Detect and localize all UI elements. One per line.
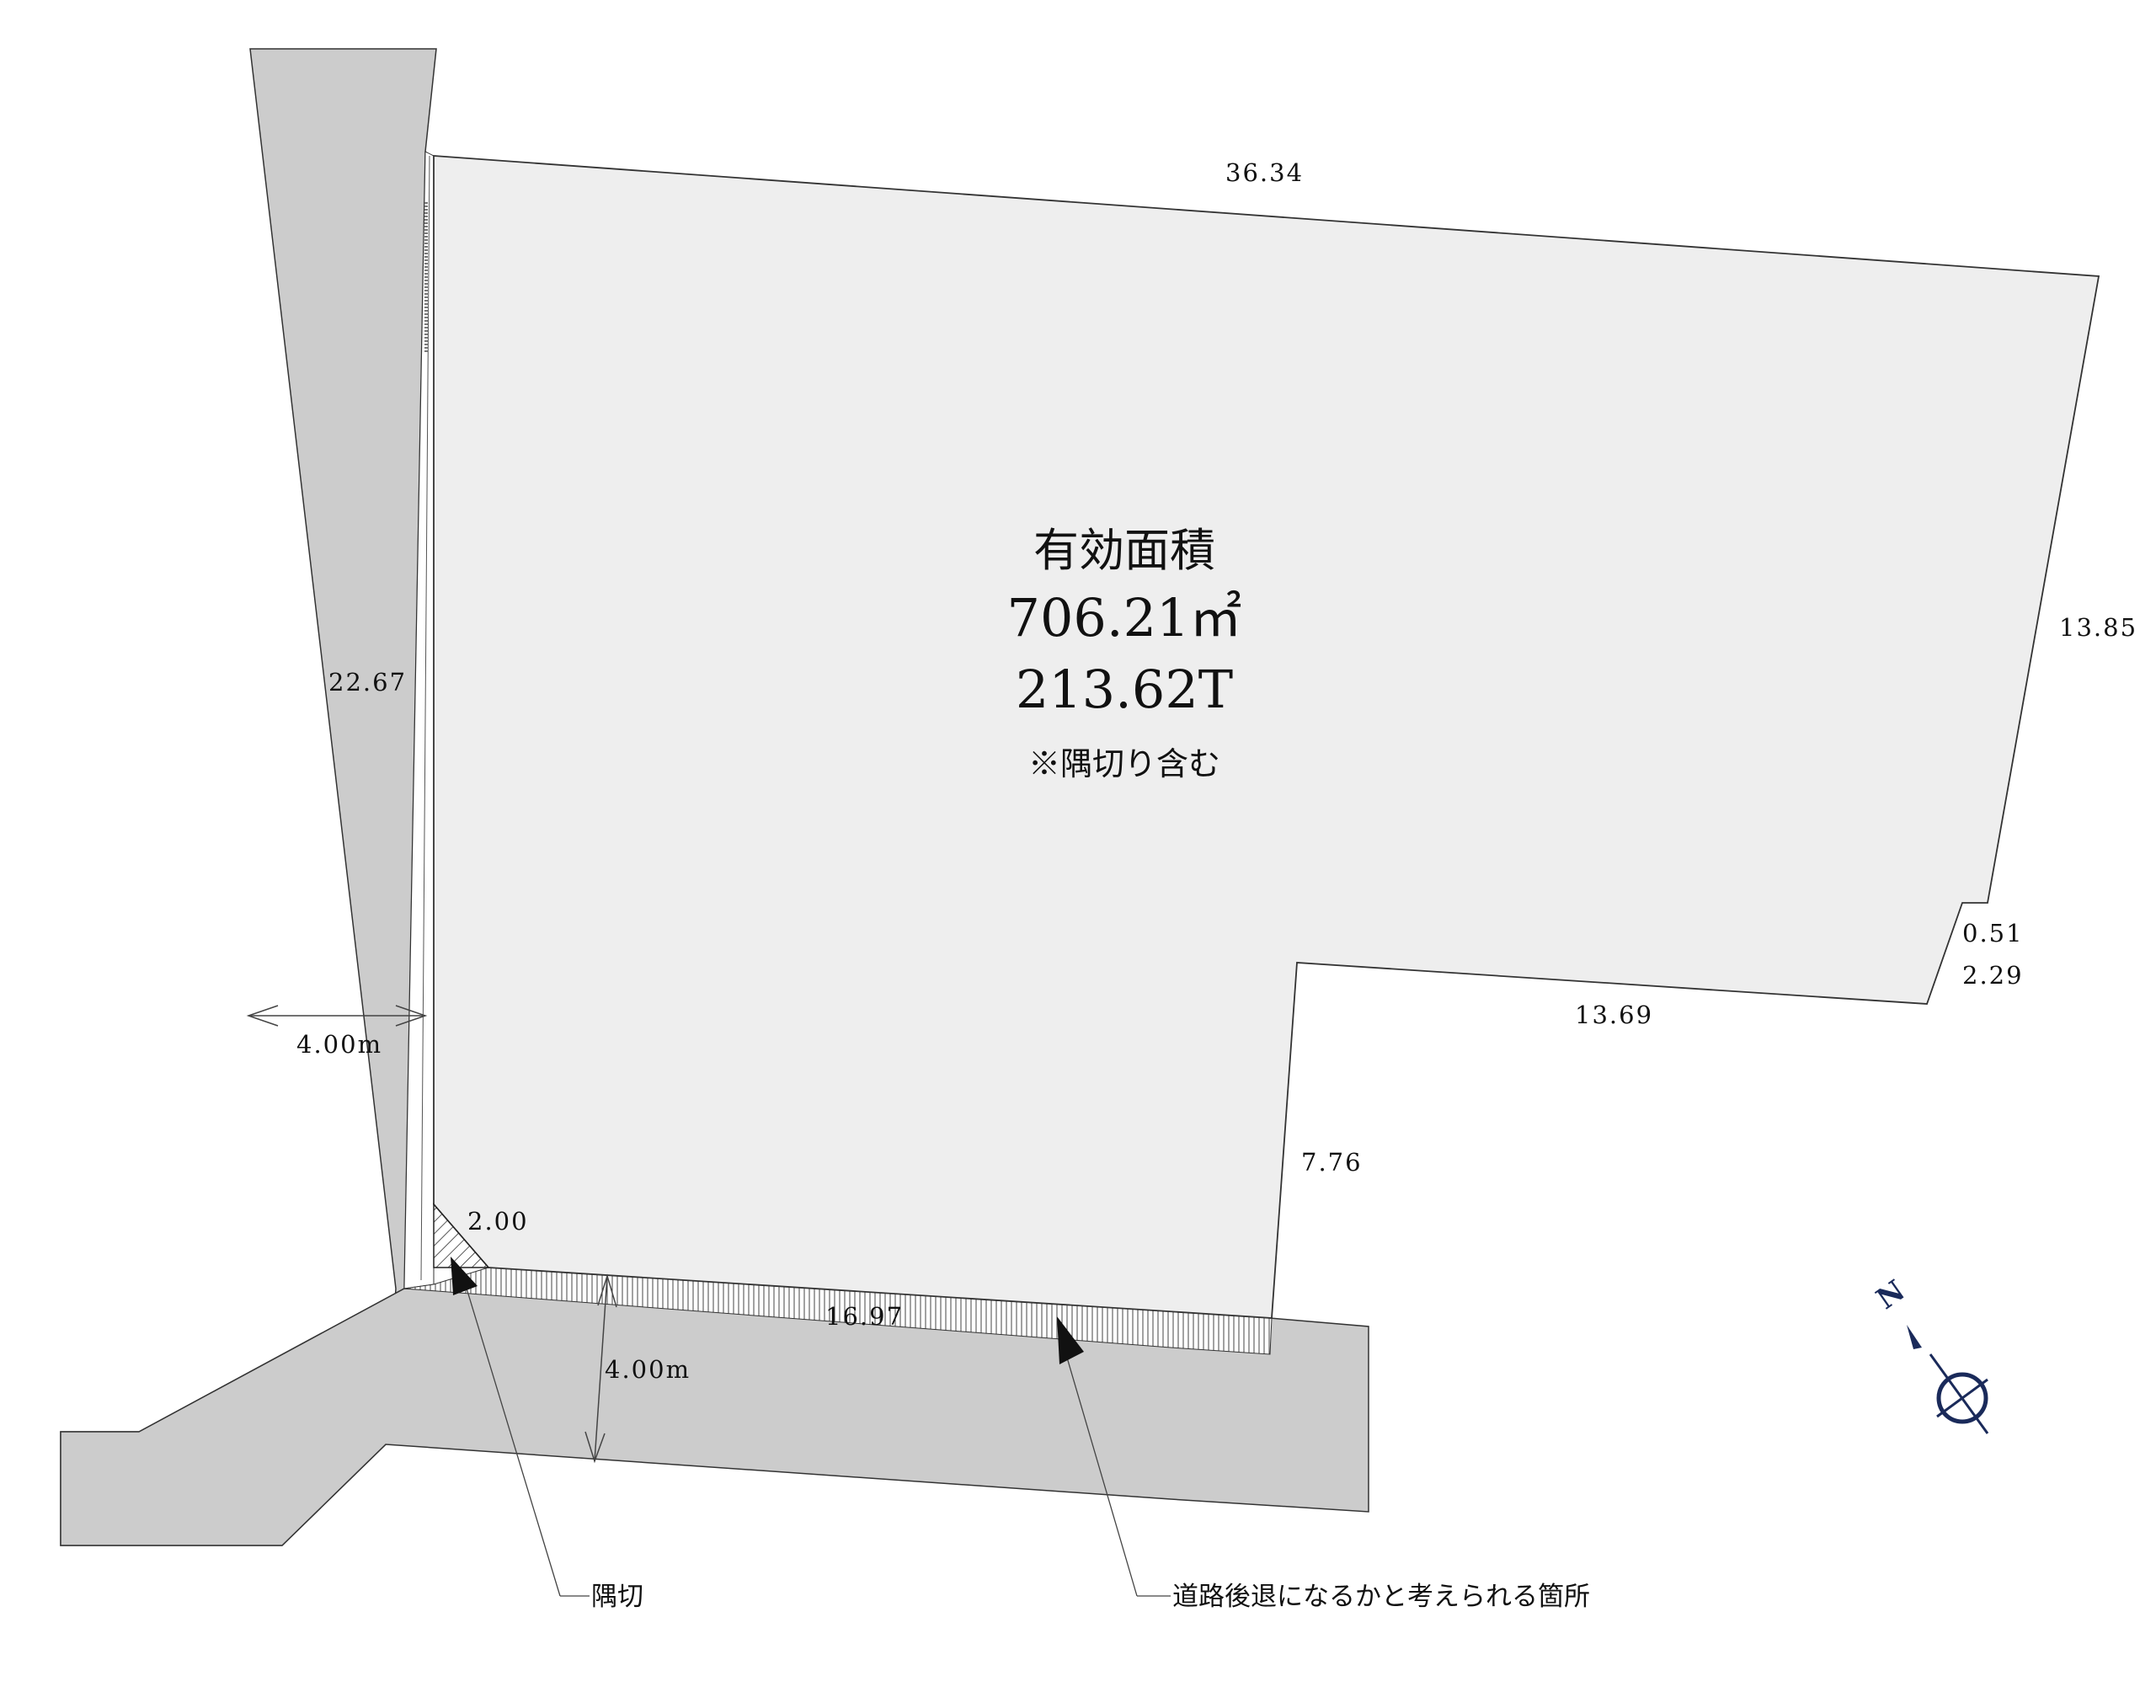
dim-right: 13.85	[2059, 613, 2137, 642]
plot-area	[433, 155, 2100, 1319]
south-road-width-arrow	[584, 1273, 617, 1464]
dim-top: 36.34	[1225, 158, 1304, 187]
south-road-width: 4.00m	[605, 1355, 691, 1384]
dim-left: 22.67	[328, 668, 407, 697]
corner-cut-label: 隅切	[591, 1582, 643, 1612]
compass-north-label: N	[1870, 1273, 1911, 1316]
south-road	[60, 1288, 1369, 1546]
setback-label: 道路後退になるかと考えられる箇所	[1172, 1582, 1590, 1612]
dim-step-diag: 2.29	[1962, 961, 2024, 990]
west-road-width-arrow	[246, 1005, 428, 1027]
compass-icon	[1907, 1325, 1989, 1434]
dim-step-small: 0.51	[1962, 919, 2024, 947]
plot-area-sqm: 706.21㎡	[1007, 587, 1242, 649]
dim-bottom: 16.97	[825, 1302, 904, 1331]
dim-inner-horizontal: 13.69	[1575, 1001, 1653, 1029]
plot-note: ※隅切り含む	[1028, 745, 1220, 782]
west-road-width: 4.00m	[296, 1030, 382, 1059]
corner-cut-triangle	[433, 1202, 490, 1268]
plot-area-tsubo: 213.62T	[1016, 659, 1233, 720]
dim-corner: 2.00	[467, 1207, 529, 1236]
dim-inner-vertical: 7.76	[1301, 1148, 1363, 1177]
setback-callout	[1057, 1316, 1171, 1597]
corner-cut-callout	[451, 1257, 590, 1597]
plot-heading: 有効面積	[1033, 524, 1215, 577]
